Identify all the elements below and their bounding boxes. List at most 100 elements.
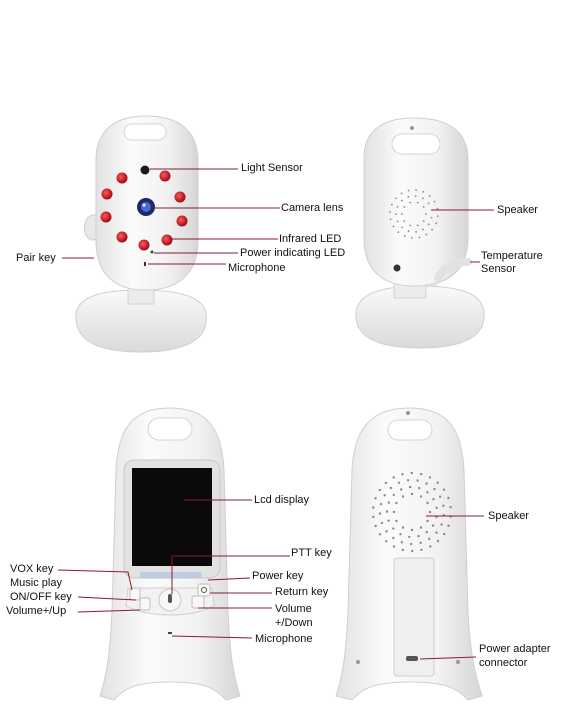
speaker-grille-hole [422, 197, 424, 200]
camera-back-body [363, 117, 469, 287]
speaker-grille-hole [385, 540, 388, 543]
speaker-grille-hole [428, 510, 432, 514]
speaker-grille-hole [392, 476, 395, 479]
speaker-grille-hole [419, 495, 423, 498]
camera-lens-glass [141, 202, 151, 212]
label-pair-key: Pair key [16, 252, 56, 264]
speaker-grille-hole [401, 548, 404, 552]
speaker-grille-hole [415, 231, 417, 233]
speaker-grille-hole [400, 192, 403, 195]
speaker-grille-hole [435, 506, 438, 509]
monitor-back-stand [393, 557, 435, 677]
leader-microphone-monitor [171, 635, 253, 639]
label-microphone-monitor: Microphone [255, 633, 313, 645]
infrared-led [176, 215, 188, 227]
speaker-grille-hole [427, 223, 430, 226]
label-lcd-display: Lcd display [254, 494, 310, 506]
on-off-key-button[interactable] [139, 597, 151, 611]
label-volume-up: Volume+/Up [6, 605, 67, 617]
infrared-led [138, 239, 150, 251]
speaker-grille-hole [408, 485, 412, 489]
monitor-back-screw [406, 411, 410, 415]
speaker-grille-hole [411, 549, 414, 553]
speaker-grille-hole [401, 226, 403, 229]
speaker-grille-hole [392, 493, 395, 497]
speaker-grille-hole [426, 519, 429, 523]
speaker-grille-hole [426, 491, 429, 494]
speaker-grille-hole [416, 224, 419, 227]
speaker-grille-hole [391, 203, 393, 206]
leader-lines [57, 168, 494, 660]
power-adapter-port [406, 656, 418, 661]
speaker-grille-hole [417, 534, 420, 538]
label-temperature-line2: Sensor [481, 263, 516, 275]
label-on-off-key: ON/OFF key [10, 591, 72, 603]
speaker-grille-hole [372, 515, 375, 519]
speaker-grille-hole [429, 545, 432, 548]
speaker-grille-hole [427, 202, 430, 205]
camera-back-speaker-grille [389, 189, 439, 239]
infrared-led [100, 211, 112, 223]
speaker-grille-hole [407, 196, 410, 198]
monitor-microphone-hole [168, 632, 172, 634]
label-volume-down-line1: Volume [275, 603, 312, 615]
speaker-grille-hole [385, 510, 389, 513]
return-key-button[interactable] [191, 595, 205, 609]
monitor-front-brand-strip [140, 572, 202, 578]
speaker-grille-hole [431, 524, 435, 527]
speaker-grille-hole [396, 220, 399, 223]
ptt-mic-icon [168, 594, 172, 603]
speaker-grille-hole [435, 222, 437, 225]
label-power-adapter-line2: connector [479, 657, 528, 669]
speaker-grille-hole [406, 479, 410, 482]
speaker-grille-hole [378, 488, 381, 492]
label-power-indicating-led: Power indicating LED [240, 247, 346, 259]
speaker-grille-hole [418, 236, 421, 239]
speaker-grille-hole [432, 498, 435, 501]
speaker-grille-hole [433, 487, 436, 491]
speaker-grille-hole [392, 545, 396, 548]
leader-power-adapter [419, 656, 477, 660]
speaker-grille-hole [378, 512, 382, 515]
speaker-grille-hole [399, 533, 402, 536]
label-ptt-key: PTT key [291, 547, 332, 559]
speaker-grille-hole [403, 235, 406, 238]
label-camera-lens: Camera lens [281, 202, 344, 214]
speaker-grille-hole [419, 541, 422, 544]
speaker-grille-hole [409, 224, 412, 227]
speaker-grille-hole [425, 233, 428, 236]
speaker-grille-hole [395, 213, 397, 216]
speaker-grille-hole [403, 206, 406, 208]
label-infrared-led: Infrared LED [279, 233, 342, 245]
lcd-display-screen [132, 468, 212, 566]
speaker-grille-hole [438, 495, 442, 498]
speaker-grille-hole [437, 215, 439, 218]
monitor-front-hanger-hole [147, 417, 193, 441]
speaker-grille-hole [419, 526, 423, 529]
speaker-grille-hole [422, 206, 425, 208]
speaker-grille-hole [401, 213, 403, 215]
speaker-grille-hole [449, 505, 452, 509]
leader-ptt-key [171, 555, 290, 594]
leader-power-key [207, 577, 251, 581]
speaker-grille-hole [422, 220, 425, 223]
speaker-grille-hole [389, 218, 392, 221]
label-speaker-camera: Speaker [497, 204, 538, 216]
speaker-grille-hole [422, 228, 424, 231]
speaker-grille-hole [384, 481, 388, 485]
speaker-grille-hole [400, 488, 403, 491]
speaker-grille-hole [436, 481, 439, 484]
power-key-button[interactable] [197, 583, 211, 597]
speaker-grille-hole [443, 532, 446, 536]
speaker-grille-hole [436, 207, 439, 210]
speaker-grille-hole [430, 216, 433, 219]
speaker-grille-hole [410, 542, 413, 546]
speaker-grille-hole [392, 510, 396, 514]
camera-lens-highlight [142, 203, 146, 207]
speaker-grille-hole [407, 230, 410, 233]
speaker-grille-hole [440, 523, 443, 526]
speaker-grille-hole [397, 481, 401, 484]
speaker-grille-hole [410, 492, 414, 496]
speaker-grille-hole [415, 189, 417, 192]
